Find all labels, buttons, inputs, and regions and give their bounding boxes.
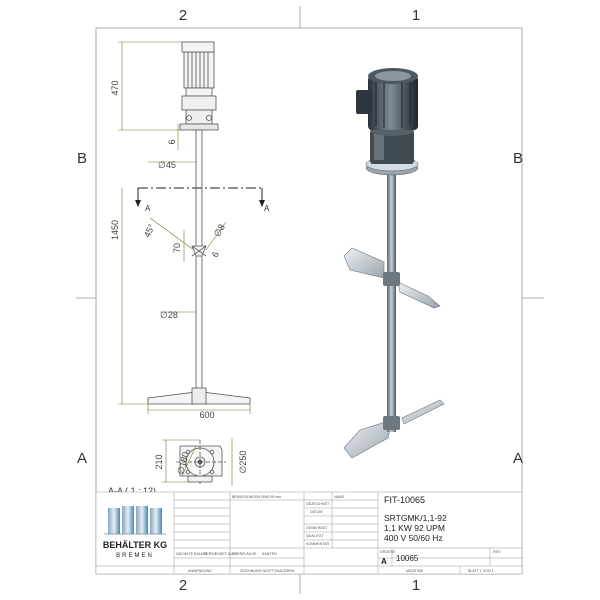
size-value: A: [381, 557, 387, 566]
zone-label-right-b: B: [513, 150, 523, 167]
zone-label-bottom-1: 1: [412, 577, 420, 594]
company-logo: [104, 506, 166, 535]
checked-label: GENEHMIGT: [306, 526, 329, 530]
dimension-text: 470 6 ∅45 1450 45° 70 ∅8 6 ∅28 600: [110, 80, 227, 420]
next-assembly: NÄCHSTE BAUGR.: [176, 552, 208, 556]
isometric-view: [343, 68, 445, 459]
zone-label-bottom-2: 2: [179, 577, 187, 594]
bottom-impeller: [147, 391, 197, 405]
description-line-3: 400 V 50/60 Hz: [384, 533, 443, 543]
dim-shaft-diameter-bottom: ∅28: [160, 310, 178, 320]
shaft: [195, 129, 203, 391]
mounting-flange: [179, 123, 219, 131]
no-scale-note: ZEICHNUNG NICHT SKALIEREN: [240, 569, 295, 573]
zone-label-top-1: 1: [412, 7, 420, 24]
section-view-a-a: [176, 440, 226, 484]
used-on: VERWENDET AUF: [204, 552, 236, 556]
description-line-1: SRTGMK/1,1-92: [384, 513, 447, 523]
drawn-label: GEZEICHNET: [306, 502, 330, 506]
dim-impeller-width: 600: [199, 410, 214, 420]
front-view: [147, 41, 251, 405]
zone-label-right-a: A: [513, 450, 523, 467]
dim-shaft-diameter-top: ∅45: [158, 160, 176, 170]
edge-label: KANTEN: [262, 552, 277, 556]
iso-shaft: [387, 170, 396, 432]
sheet-label: BLATT 1 VON 1: [468, 569, 494, 573]
company-name: BEHÄLTER KG: [103, 540, 167, 550]
drawing-number: 10065: [396, 554, 419, 563]
scale-label: MASSTAB: [406, 569, 424, 573]
section-marker-right: A: [264, 204, 270, 213]
iso-motor: [368, 76, 418, 130]
dim-blade-angle: 45°: [142, 222, 157, 239]
company-city: BREMEN: [116, 553, 154, 559]
dim-flange-outer: ∅250: [238, 451, 248, 474]
zone-label-left-a: A: [77, 450, 87, 467]
date-label: DATUM: [310, 510, 323, 514]
dimension-lines: [118, 41, 251, 414]
zone-label-left-b: B: [77, 150, 87, 167]
comment-label: KOMMENTAR: [306, 542, 329, 546]
dim-hub-height: 70: [172, 243, 182, 253]
part-number: FIT-10065: [384, 495, 425, 505]
gearbox: [181, 95, 217, 111]
quality-label: QUALITÄT: [306, 534, 324, 538]
section-view-label: A-A ( 1 : 12): [108, 486, 156, 496]
motor-body: [183, 51, 215, 89]
dim-bolt-diameter: ∅8: [212, 222, 227, 238]
dim-flange-height: 210: [154, 454, 164, 469]
usage-label: ANWENDUNG: [188, 569, 212, 573]
dim-flange-thickness: 6: [167, 139, 177, 144]
iso-upper-blade-right: [397, 281, 441, 309]
section-marker-left: A: [145, 204, 151, 213]
section-line-a: A A: [135, 187, 270, 213]
size-header: GRÖSSE: [380, 550, 396, 554]
zone-label-top-2: 2: [179, 7, 187, 24]
dim-shaft-length: 1450: [110, 220, 120, 240]
section-dimensions: [162, 438, 233, 486]
name-header: NAME: [334, 495, 345, 499]
iso-upper-blade-left: [343, 247, 385, 279]
iso-lower-blade-right: [401, 399, 445, 425]
dim-small: 6: [210, 250, 221, 259]
dimension-note: BEMASSUNGEN SIND IN mm: [232, 495, 281, 499]
description-line-2: 1,1 KW 92 UPM: [384, 523, 445, 533]
dim-motor-height: 470: [110, 80, 120, 95]
finish-label: OBERFLÄCHE: [232, 552, 257, 556]
title-block: [95, 491, 523, 575]
revision-label: REV.: [493, 550, 501, 554]
